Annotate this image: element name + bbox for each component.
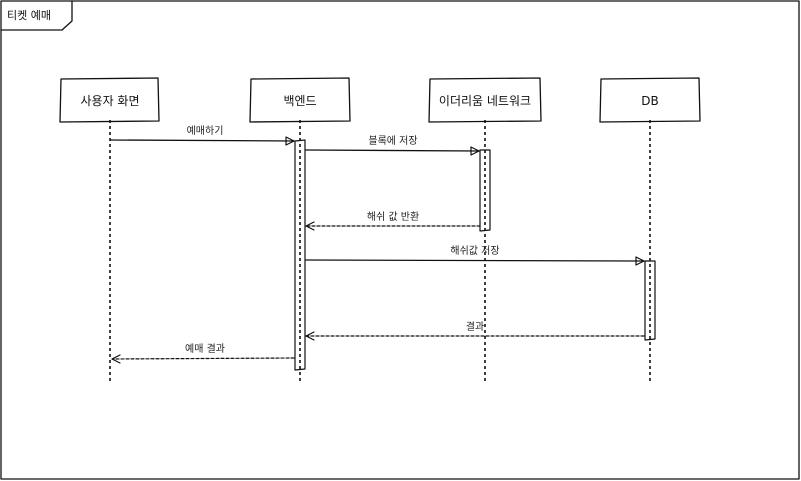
activation-db bbox=[644, 260, 656, 341]
message-6: 예매 결과 bbox=[111, 343, 295, 364]
message-5: 결과 bbox=[305, 321, 645, 341]
participant-eth-label: 이더리움 네트워크 bbox=[439, 94, 531, 108]
participant-backend-label: 백엔드 bbox=[283, 94, 316, 108]
frame-title-tab bbox=[0, 0, 73, 31]
message-6-label: 예매 결과 bbox=[185, 343, 225, 355]
message-2: 블록에 저장 bbox=[305, 135, 480, 156]
frame-title: 티켓 예매 bbox=[7, 9, 51, 22]
message-5-label: 결과 bbox=[466, 321, 484, 333]
participant-eth: 이더리움 네트워크 bbox=[428, 77, 542, 123]
message-1: 예매하기 bbox=[110, 124, 295, 146]
message-1-label: 예매하기 bbox=[187, 124, 224, 137]
activation-eth bbox=[479, 149, 491, 232]
participant-db-label: DB bbox=[641, 94, 658, 108]
participant-user: 사용자 화면 bbox=[59, 77, 160, 123]
message-4: 해쉬값 저장 bbox=[305, 244, 645, 266]
message-4-label: 해쉬값 저장 bbox=[450, 244, 499, 257]
participant-backend: 백엔드 bbox=[249, 77, 351, 123]
activation-backend bbox=[294, 139, 306, 371]
message-2-label: 블록에 저장 bbox=[368, 135, 417, 147]
message-3-label: 해쉬 값 반환 bbox=[367, 210, 419, 223]
participant-user-label: 사용자 화면 bbox=[80, 94, 139, 108]
participant-db: DB bbox=[599, 77, 701, 123]
message-3: 해쉬 값 반환 bbox=[305, 210, 481, 231]
